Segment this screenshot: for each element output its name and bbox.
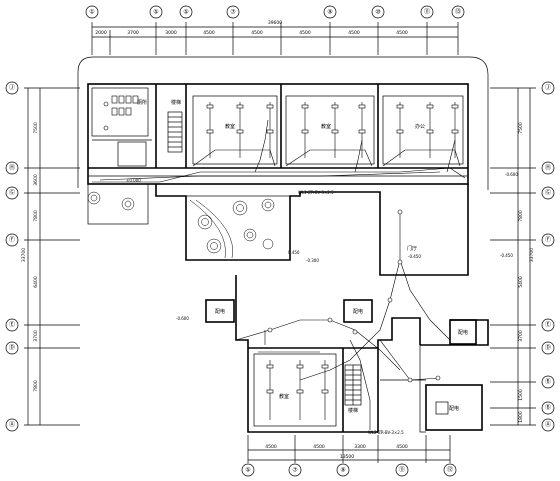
elev-small: 0.450	[288, 250, 300, 255]
south-stair	[344, 364, 362, 406]
svg-text:Ⓖ: Ⓖ	[545, 189, 551, 197]
svg-text:3600: 3600	[33, 174, 39, 186]
top-seg-7: 4500	[348, 30, 360, 36]
svg-text:⑨: ⑨	[340, 467, 345, 474]
box-3-label: 配电	[458, 329, 468, 336]
svg-text:Ⓙ: Ⓙ	[9, 84, 15, 92]
svg-text:Ⓐ: Ⓐ	[9, 421, 15, 429]
trees	[87, 191, 275, 259]
top-seg-1: 2000	[95, 30, 107, 36]
room-a-label: 教室	[225, 123, 235, 130]
top-seg-5: 4500	[251, 30, 263, 36]
right-dimension-chain: 33700 7500 7800 5400 3700 1500 1800	[490, 87, 536, 426]
elev-east: -0.600	[505, 172, 518, 177]
top-axis-bubbles: ① ⑤ ⑤ ⑦ ⑨ ⑩ ⑪ ⑬	[85, 5, 465, 19]
svg-text:4500: 4500	[313, 444, 325, 450]
svg-text:Ⓙ: Ⓙ	[545, 84, 551, 92]
svg-text:⑦: ⑦	[292, 467, 298, 474]
svg-text:7800: 7800	[518, 210, 524, 222]
svg-text:Ⓖ: Ⓖ	[9, 189, 15, 197]
elev-main: ±0.000	[126, 178, 141, 183]
svg-text:3300: 3300	[354, 444, 366, 450]
elev-hall: -0.450	[408, 254, 421, 259]
bottom-axis-bubbles: ⑤ ⑦ ⑨ ⑪ ⑫	[241, 463, 457, 477]
svg-text:①: ①	[89, 9, 94, 16]
box-4-label: 配电	[449, 405, 459, 412]
svg-text:3700: 3700	[33, 330, 39, 342]
svg-text:Ⓗ: Ⓗ	[9, 164, 15, 172]
top-seg-3: 3000	[165, 30, 177, 36]
top-seg-4: 4500	[203, 30, 215, 36]
svg-text:4500: 4500	[396, 444, 408, 450]
elev-stair: -0.600	[176, 316, 189, 321]
top-seg-6: 4500	[299, 30, 311, 36]
bottom-total-dim: 13500	[340, 454, 354, 460]
wc-label: 厕所	[137, 99, 147, 106]
svg-text:⑪: ⑪	[424, 8, 430, 16]
svg-text:1500: 1500	[518, 389, 524, 401]
elev-right: -0.450	[500, 253, 513, 258]
top-seg-8: 4500	[396, 30, 408, 36]
room-labels: 教室 教室 办公 教室 厕所 楼梯 门厅 楼梯 配电 配电 配电 配电	[137, 99, 468, 414]
left-total-dim: 33700	[21, 248, 27, 262]
svg-text:Ⓐ: Ⓐ	[545, 421, 551, 429]
note-bottom: WL2-ZR-BV-3×2.5	[368, 430, 404, 435]
top-dimension-chain: 39600 2000 3700 3000 4500 4500 4500 4500…	[91, 20, 459, 55]
box-2-label: 配电	[353, 308, 363, 315]
svg-text:6400: 6400	[33, 276, 39, 288]
right-total-dim: 33700	[529, 248, 535, 262]
left-dimension-chain: 33700 7500 3600 7800 6400 3700 7800	[21, 87, 80, 426]
elev-court: -0.300	[306, 258, 319, 263]
svg-text:7500: 7500	[518, 122, 524, 134]
top-seg-2: 3700	[127, 30, 139, 36]
svg-text:⑨: ⑨	[327, 9, 332, 16]
left-axis-bubbles: Ⓙ Ⓗ Ⓖ Ⓕ Ⓔ Ⓓ Ⓐ	[5, 81, 19, 432]
svg-text:⑫: ⑫	[447, 466, 453, 474]
room-c-label: 办公	[415, 123, 425, 130]
stair-bottom-label: 楼梯	[348, 407, 358, 414]
light-fixtures	[103, 101, 459, 394]
svg-text:Ⓕ: Ⓕ	[545, 236, 551, 244]
stair-top-label: 楼梯	[171, 99, 181, 106]
svg-text:5400: 5400	[518, 276, 524, 288]
svg-text:Ⓑ: Ⓑ	[545, 378, 551, 386]
svg-text:4500: 4500	[265, 444, 277, 450]
svg-text:⑤: ⑤	[245, 467, 250, 474]
svg-text:⑤: ⑤	[183, 9, 188, 16]
svg-text:Ⓑ: Ⓑ	[545, 404, 551, 412]
svg-text:1800: 1800	[518, 411, 524, 423]
svg-text:3700: 3700	[518, 330, 524, 342]
north-stair	[167, 111, 183, 153]
box-1-label: 配电	[215, 308, 225, 315]
building-walls	[77, 56, 489, 433]
hall-label: 门厅	[407, 245, 417, 252]
svg-text:7800: 7800	[33, 380, 39, 392]
svg-text:Ⓕ: Ⓕ	[9, 236, 15, 244]
svg-text:⑤: ⑤	[153, 9, 158, 16]
svg-text:⑩: ⑩	[375, 9, 380, 16]
svg-text:Ⓓ: Ⓓ	[9, 344, 15, 352]
annotations: ±0.000 -0.450 -0.450 -0.300 -0.600 0.450…	[126, 172, 518, 435]
corridor-note: WL1-ZR-BV-3×2.5	[298, 190, 334, 195]
wc-fixtures	[111, 95, 139, 116]
svg-text:Ⓔ: Ⓔ	[9, 321, 15, 329]
svg-text:Ⓗ: Ⓗ	[545, 164, 551, 172]
room-b-label: 教室	[321, 123, 331, 130]
right-axis-bubbles: Ⓙ Ⓗ Ⓖ Ⓕ Ⓔ Ⓓ Ⓑ Ⓑ Ⓐ	[541, 81, 555, 432]
svg-text:⑦: ⑦	[230, 9, 236, 16]
svg-text:⑬: ⑬	[455, 8, 461, 16]
bottom-dimension-chain: 4500 4500 3300 4500 13500	[247, 435, 451, 463]
room-d-label: 教室	[279, 393, 289, 400]
svg-text:7500: 7500	[33, 122, 39, 134]
top-total-dim: 39600	[268, 20, 282, 26]
svg-text:Ⓓ: Ⓓ	[545, 344, 551, 352]
svg-text:⑪: ⑪	[399, 466, 405, 474]
svg-text:Ⓔ: Ⓔ	[545, 321, 551, 329]
svg-text:7800: 7800	[33, 210, 39, 222]
